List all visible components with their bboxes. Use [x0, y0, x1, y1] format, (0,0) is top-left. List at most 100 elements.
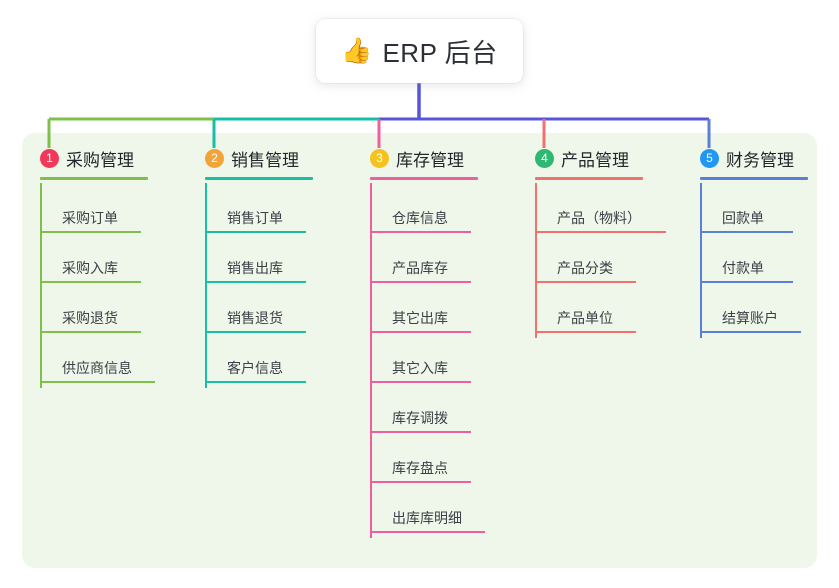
thumbs-up-emoji: 👍 [341, 36, 373, 65]
branch-title: 产品管理 [561, 150, 629, 170]
leaf-label: 产品单位 [557, 310, 613, 326]
leaf-item[interactable]: 销售订单 [205, 183, 313, 238]
leaf-item[interactable]: 产品单位 [535, 283, 666, 338]
leaf-spine [370, 183, 372, 238]
leaf-underline [536, 281, 636, 283]
branch-header-underline [700, 177, 808, 180]
branch-column-1: 1 采购管理采购订单采购入库采购退货供应商信息 [40, 146, 155, 388]
leaf-spine [40, 183, 42, 238]
branch-header-underline [40, 177, 148, 180]
leaf-label: 采购退货 [62, 310, 118, 326]
leaf-label: 采购入库 [62, 260, 118, 276]
leaf-label: 库存调拨 [392, 410, 448, 426]
leaf-label: 仓库信息 [392, 210, 448, 226]
branch-header-3[interactable]: 3 库存管理 [370, 146, 485, 170]
branch-title: 采购管理 [66, 150, 134, 170]
leaf-item[interactable]: 其它入库 [370, 333, 485, 388]
leaf-spine [535, 183, 537, 238]
leaf-label: 回款单 [722, 210, 764, 226]
leaf-item[interactable]: 库存调拨 [370, 383, 485, 438]
leaf-spine [535, 233, 537, 288]
branch-leaf-list: 采购订单采购入库采购退货供应商信息 [40, 183, 155, 388]
leaf-item[interactable]: 产品（物料） [535, 183, 666, 238]
leaf-label: 产品库存 [392, 260, 448, 276]
leaf-label: 客户信息 [227, 360, 283, 376]
leaf-underline [536, 231, 666, 233]
root-title: ERP 后台 [382, 37, 498, 68]
branch-leaf-list: 仓库信息产品库存其它出库其它入库库存调拨库存盘点出库库明细 [370, 183, 485, 538]
leaf-item[interactable]: 仓库信息 [370, 183, 485, 238]
branch-number-badge: 1 [40, 148, 59, 168]
leaf-item[interactable]: 付款单 [700, 233, 808, 288]
leaf-label: 结算账户 [722, 310, 778, 326]
leaf-item[interactable]: 销售出库 [205, 233, 313, 288]
leaf-underline [206, 331, 306, 333]
leaf-underline [371, 281, 471, 283]
leaf-spine [205, 333, 207, 388]
leaf-underline [41, 231, 141, 233]
leaf-label: 产品分类 [557, 260, 613, 276]
branch-header-4[interactable]: 4 产品管理 [535, 146, 666, 170]
leaf-item[interactable]: 销售退货 [205, 283, 313, 338]
branch-number-badge: 5 [700, 148, 719, 168]
leaf-item[interactable]: 供应商信息 [40, 333, 155, 388]
leaf-item[interactable]: 结算账户 [700, 283, 808, 338]
leaf-item[interactable]: 库存盘点 [370, 433, 485, 488]
branch-number-badge: 3 [370, 148, 389, 168]
leaf-spine [370, 433, 372, 488]
leaf-underline [206, 381, 306, 383]
leaf-label: 库存盘点 [392, 460, 448, 476]
leaf-underline [41, 281, 141, 283]
leaf-item[interactable]: 其它出库 [370, 283, 485, 338]
leaf-item[interactable]: 客户信息 [205, 333, 313, 388]
branches-panel [22, 133, 817, 568]
leaf-underline [206, 281, 306, 283]
branch-header-underline [205, 177, 313, 180]
leaf-underline [371, 381, 471, 383]
branch-header-1[interactable]: 1 采购管理 [40, 146, 155, 170]
leaf-item[interactable]: 产品库存 [370, 233, 485, 288]
branch-leaf-list: 回款单付款单结算账户 [700, 183, 808, 338]
leaf-spine [370, 283, 372, 338]
leaf-label: 销售退货 [227, 310, 283, 326]
leaf-underline [371, 531, 485, 533]
leaf-spine [40, 333, 42, 388]
leaf-item[interactable]: 产品分类 [535, 233, 666, 288]
leaf-underline [206, 231, 306, 233]
root-node[interactable]: 👍 ERP 后台 [316, 19, 523, 83]
leaf-spine [40, 283, 42, 338]
leaf-spine [700, 233, 702, 288]
leaf-spine [370, 483, 372, 538]
leaf-label: 其它出库 [392, 310, 448, 326]
leaf-item[interactable]: 回款单 [700, 183, 808, 238]
leaf-spine [370, 383, 372, 438]
branch-number-badge: 2 [205, 148, 224, 168]
leaf-spine [700, 283, 702, 338]
leaf-item[interactable]: 采购订单 [40, 183, 155, 238]
branch-leaf-list: 销售订单销售出库销售退货客户信息 [205, 183, 313, 388]
leaf-spine [205, 283, 207, 338]
leaf-spine [370, 333, 372, 388]
leaf-item[interactable]: 采购入库 [40, 233, 155, 288]
leaf-item[interactable]: 出库库明细 [370, 483, 485, 538]
leaf-label: 出库库明细 [392, 510, 462, 526]
leaf-label: 销售订单 [227, 210, 283, 226]
leaf-item[interactable]: 采购退货 [40, 283, 155, 338]
branch-column-3: 3 库存管理仓库信息产品库存其它出库其它入库库存调拨库存盘点出库库明细 [370, 146, 485, 538]
leaf-spine [205, 233, 207, 288]
leaf-underline [701, 331, 801, 333]
leaf-label: 销售出库 [227, 260, 283, 276]
branch-column-4: 4 产品管理产品（物料） 产品分类产品单位 [535, 146, 666, 338]
branch-title: 库存管理 [396, 150, 464, 170]
leaf-underline [41, 381, 155, 383]
leaf-underline [371, 231, 471, 233]
leaf-label: 产品（物料） [557, 210, 641, 226]
branch-number-badge: 4 [535, 148, 554, 168]
